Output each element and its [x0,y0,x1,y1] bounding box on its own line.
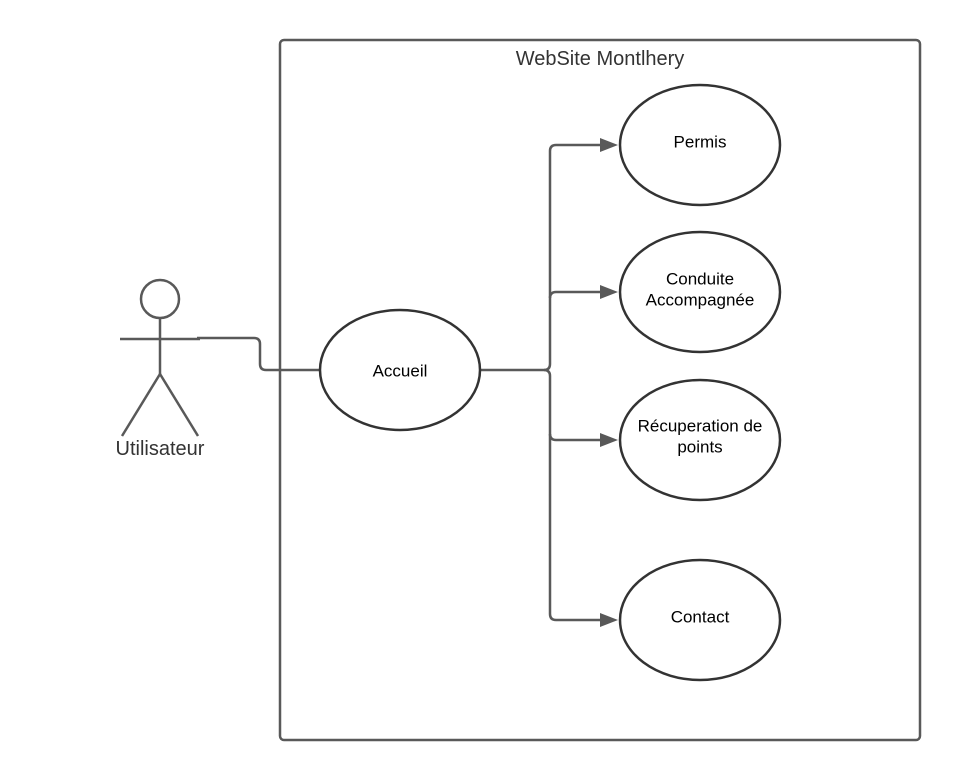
actor-utilisateur: Utilisateur [116,278,205,460]
connector-actor-accueil [197,336,320,372]
connector-to-permis [543,143,604,372]
system-boundary [278,38,922,742]
use-case-accueil: Accueil [318,308,482,432]
use-case-permis-shape [618,83,782,207]
arrowhead-contact [600,613,618,627]
use-case-contact: Contact [618,558,782,682]
arrowhead-permis [600,138,618,152]
use-case-recuperation-shape [618,378,782,502]
use-case-conduite-label-line1: Conduite [666,269,734,288]
use-case-accueil-shape [318,308,482,432]
use-case-recuperation-label-line2: points [677,437,722,456]
connector-accueil-branches [480,138,618,627]
connector-to-recuperation-branch [548,433,604,442]
actor-head [139,278,181,320]
use-case-recuperation-label-line1: Récuperation de [638,416,763,435]
use-case-contact-shape [618,558,782,682]
use-case-recuperation-points: Récuperation de points [618,378,782,502]
arrowhead-recuperation [600,433,618,447]
use-case-permis-label: Permis [674,132,727,151]
arrowhead-conduite [600,285,618,299]
use-case-accueil-label: Accueil [373,361,428,380]
use-case-permis: Permis [618,83,782,207]
use-case-conduite-shape [618,230,782,354]
connector-to-recuperation [543,368,604,622]
use-case-contact-label: Contact [671,607,730,626]
use-case-conduite-label-line2: Accompagnée [646,290,755,309]
actor-right-leg [158,373,200,437]
actor-name: Utilisateur [116,438,205,460]
use-case-conduite-accompagnee: Conduite Accompagnée [618,230,782,354]
actor-left-leg [120,373,162,437]
connector-to-conduite [548,290,604,299]
system-title: WebSite Montlhery [516,48,685,70]
